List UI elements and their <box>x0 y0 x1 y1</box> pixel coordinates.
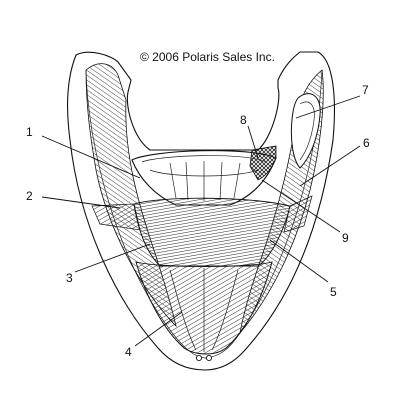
callout-7: 7 <box>362 83 369 97</box>
callout-9: 9 <box>342 231 349 245</box>
nose-fastener-right <box>205 354 213 362</box>
callout-4: 4 <box>125 345 132 359</box>
callout-1: 1 <box>26 125 33 139</box>
left-accent-strip <box>91 203 141 231</box>
callout-5: 5 <box>330 285 337 299</box>
mesh-screen <box>249 145 277 181</box>
center-decal <box>133 197 291 267</box>
copyright-text: © 2006 Polaris Sales Inc. <box>140 50 275 64</box>
callout-6: 6 <box>363 136 370 150</box>
callout-3: 3 <box>66 271 73 285</box>
leader-lines <box>41 95 361 347</box>
nose-fastener-left <box>195 354 203 362</box>
callout-2: 2 <box>26 189 33 203</box>
callout-8: 8 <box>240 113 247 127</box>
right-accent-strip <box>283 195 313 233</box>
